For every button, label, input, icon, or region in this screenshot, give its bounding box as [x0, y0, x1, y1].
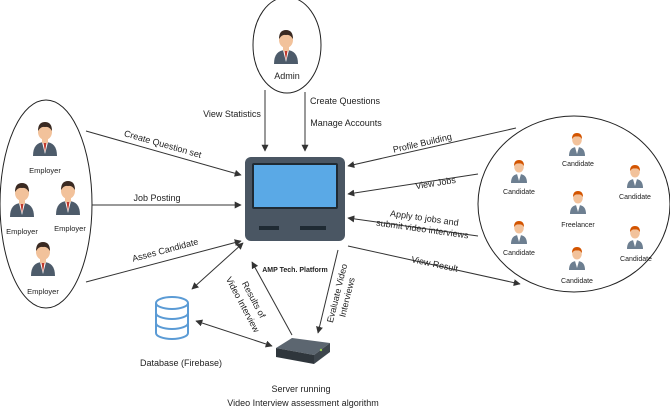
view-statistics-label: View Statistics: [203, 109, 261, 119]
create-questions-label: Create Questions: [310, 96, 381, 106]
candidate-label: Candidate: [620, 256, 652, 263]
manage-accounts-label: Manage Accounts: [310, 118, 382, 128]
server-label-line1: Server running: [271, 384, 330, 394]
server-icon: [276, 338, 330, 364]
evaluate-arrow: [316, 249, 339, 334]
view-result-label: View Result: [410, 254, 459, 274]
server-label-line2: Video Interview assessment algorithm: [227, 398, 378, 408]
employer-label: Employer: [54, 224, 86, 233]
freelancer-label: Freelancer: [561, 222, 595, 229]
results-arrow: [251, 261, 293, 336]
employer-person-icon: [56, 181, 80, 215]
candidate-person-icon: [627, 226, 643, 249]
view-jobs-arrow: [347, 173, 479, 197]
candidate-label: Candidate: [503, 189, 535, 196]
employers-ellipse: [0, 99, 93, 309]
freelancer-person-icon: [570, 191, 586, 214]
admin-label: Admin: [274, 71, 300, 81]
admin-person-icon: [274, 30, 298, 64]
database-label: Database (Firebase): [140, 358, 222, 368]
profile-building-arrow: [347, 127, 517, 169]
candidate-label: Candidate: [619, 194, 651, 201]
platform-device-icon: [245, 157, 345, 241]
server-database-arrow: [195, 319, 273, 348]
employer-person-icon: [33, 122, 57, 156]
candidate-label: Candidate: [503, 250, 535, 257]
profile-building-label: Profile Building: [392, 131, 453, 154]
employer-label: Employer: [27, 287, 59, 296]
admin-ellipse: [252, 0, 322, 94]
candidate-person-icon: [511, 160, 527, 183]
candidate-person-icon: [627, 165, 643, 188]
candidate-person-icon: [511, 221, 527, 244]
employer-label: Employer: [29, 166, 61, 175]
platform-label: AMP Tech. Platform: [262, 267, 327, 274]
view-result-arrow: [347, 245, 521, 287]
candidate-person-icon: [569, 247, 585, 270]
create-question-set-label: Create Question set: [123, 128, 203, 160]
employer-person-icon: [10, 183, 34, 217]
employer-person-icon: [31, 242, 55, 276]
database-icon: [155, 296, 189, 340]
employer-label: Employer: [6, 227, 38, 236]
candidate-person-icon: [569, 133, 585, 156]
view-jobs-label: View Jobs: [415, 175, 457, 191]
create-question-set-arrow: [85, 130, 242, 177]
candidate-label: Candidate: [561, 278, 593, 285]
candidates-ellipse: [477, 115, 670, 293]
platform-database-arrow: [191, 242, 244, 290]
candidate-label: Candidate: [562, 161, 594, 168]
apply-jobs-arrow: [347, 215, 479, 237]
asses-candidate-label: Asses Candidate: [131, 236, 199, 263]
job-posting-label: Job Posting: [133, 193, 180, 203]
